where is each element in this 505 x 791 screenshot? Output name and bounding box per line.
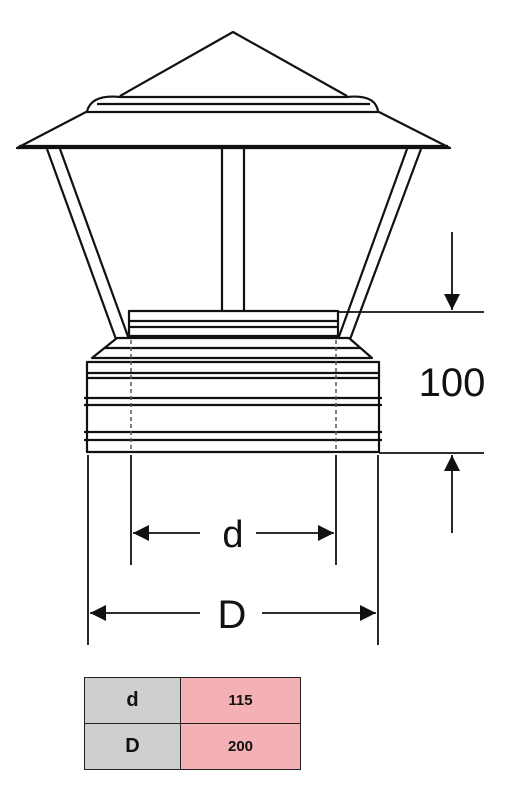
dimensions-table: d 115 D 200 xyxy=(84,677,301,770)
inner-diameter-label: d xyxy=(222,514,243,556)
leg-right-inner xyxy=(335,148,409,343)
leg-right-outer xyxy=(347,148,423,343)
leg-left-inner xyxy=(58,148,132,343)
roof-rim xyxy=(85,95,380,112)
row-value: 200 xyxy=(180,723,301,770)
chimney-cap-drawing: 100 d D xyxy=(15,30,486,645)
table-row: D 200 xyxy=(84,723,301,770)
outer-diameter-label: D xyxy=(218,593,247,637)
row-label: D xyxy=(84,723,181,770)
height-dimension xyxy=(338,232,484,533)
table-row: d 115 xyxy=(84,677,301,724)
inner-diameter-dimension xyxy=(130,455,337,565)
chimney-cap-outline xyxy=(15,30,452,454)
outer-diameter-dimension xyxy=(87,455,379,645)
roof-brim xyxy=(15,110,452,150)
height-dimension-label: 100 xyxy=(419,361,486,405)
row-label: d xyxy=(84,677,181,724)
row-value: 115 xyxy=(180,677,301,724)
roof-cone xyxy=(119,30,348,97)
inner-pipe-top xyxy=(127,309,340,338)
hidden-inner-pipe-lines xyxy=(130,340,337,452)
leg-left-outer xyxy=(45,148,119,343)
